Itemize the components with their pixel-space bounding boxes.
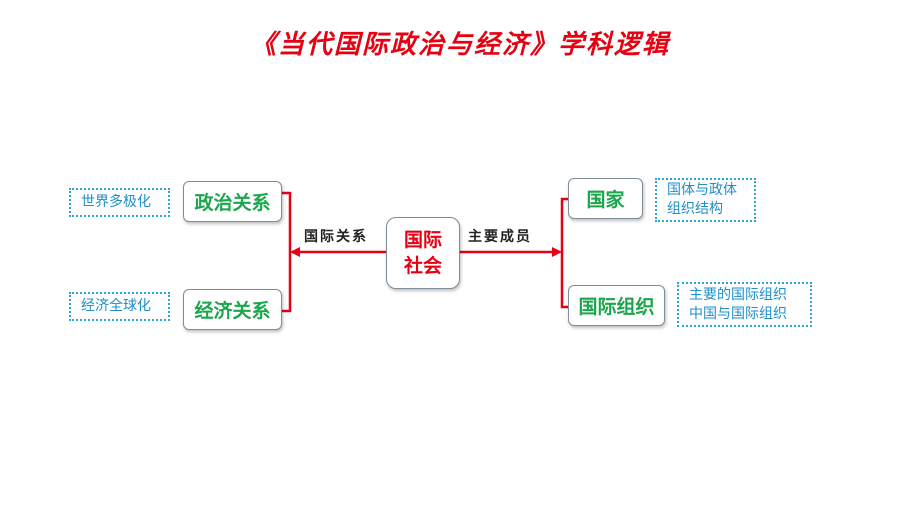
center-node-line-2: 社会 (403, 255, 442, 277)
note-organization-details: 主要的国际组织 中国与国际组织 (677, 282, 812, 327)
center-node-line-1: 国际 (403, 229, 442, 251)
right-connector-label: 主要成员 (468, 229, 532, 245)
note-text: 经济全球化 (81, 298, 151, 314)
note-text: 世界多极化 (81, 194, 151, 210)
note-world-multipolarization: 世界多极化 (69, 188, 170, 217)
node-economic-relations: 经济关系 (183, 289, 282, 330)
note-line: 主要的国际组织 (689, 286, 787, 303)
note-line: 组织结构 (667, 201, 723, 217)
left-bracket (282, 191, 292, 313)
note-state-details: 国体与政体 组织结构 (655, 178, 756, 222)
left-connector-label: 国际关系 (304, 229, 368, 245)
note-economic-globalization: 经济全球化 (69, 292, 170, 321)
right-bracket (560, 197, 568, 309)
node-international-organizations: 国际组织 (568, 285, 665, 326)
node-state: 国家 (568, 178, 643, 219)
note-line: 中国与国际组织 (689, 305, 787, 322)
center-node-international-society: 国际 社会 (386, 217, 460, 289)
node-political-relations: 政治关系 (183, 181, 282, 222)
diagram-title: 《当代国际政治与经济》学科逻辑 (249, 30, 670, 60)
note-line: 国体与政体 (667, 182, 737, 198)
